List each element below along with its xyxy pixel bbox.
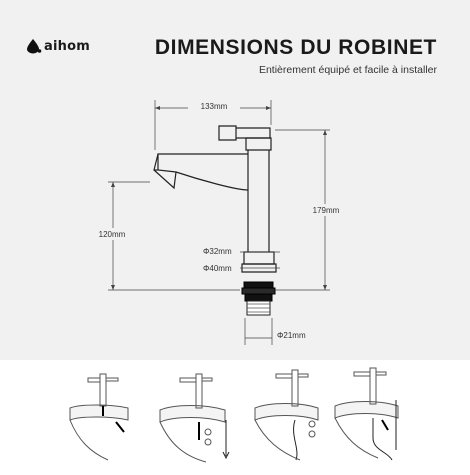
faucet-drawing	[153, 125, 277, 273]
brand-name: aihom	[44, 38, 90, 54]
diagram-panel	[0, 0, 470, 360]
page-subtitle: Entièrement équipé et facile à installer	[258, 64, 437, 76]
thread-nut	[241, 281, 276, 316]
dim-spout-height: 120mm	[99, 230, 126, 239]
page-title: DIMENSIONS DU ROBINET	[154, 36, 437, 59]
dim-total-height: 179mm	[313, 206, 340, 215]
install-steps	[0, 360, 470, 470]
step-3-icon	[254, 369, 319, 461]
dim-body-diameter: Φ32mm	[203, 247, 232, 256]
step-1-icon	[69, 373, 129, 461]
step-4-icon	[334, 367, 399, 461]
step-2-icon	[159, 373, 230, 463]
dim-base-diameter: Φ40mm	[203, 264, 232, 273]
dim-top-width: 133mm	[201, 102, 228, 111]
dimension-arrows	[111, 106, 327, 290]
drop-logo-icon	[27, 39, 42, 54]
faucet-diagram: 133mm 179mm 120mm Φ32mm Φ40mm Φ21mm	[98, 100, 340, 345]
dim-thread-diameter: Φ21mm	[277, 331, 306, 340]
install-steps-illustration	[69, 367, 399, 463]
brand-logo: aihom	[24, 38, 90, 54]
